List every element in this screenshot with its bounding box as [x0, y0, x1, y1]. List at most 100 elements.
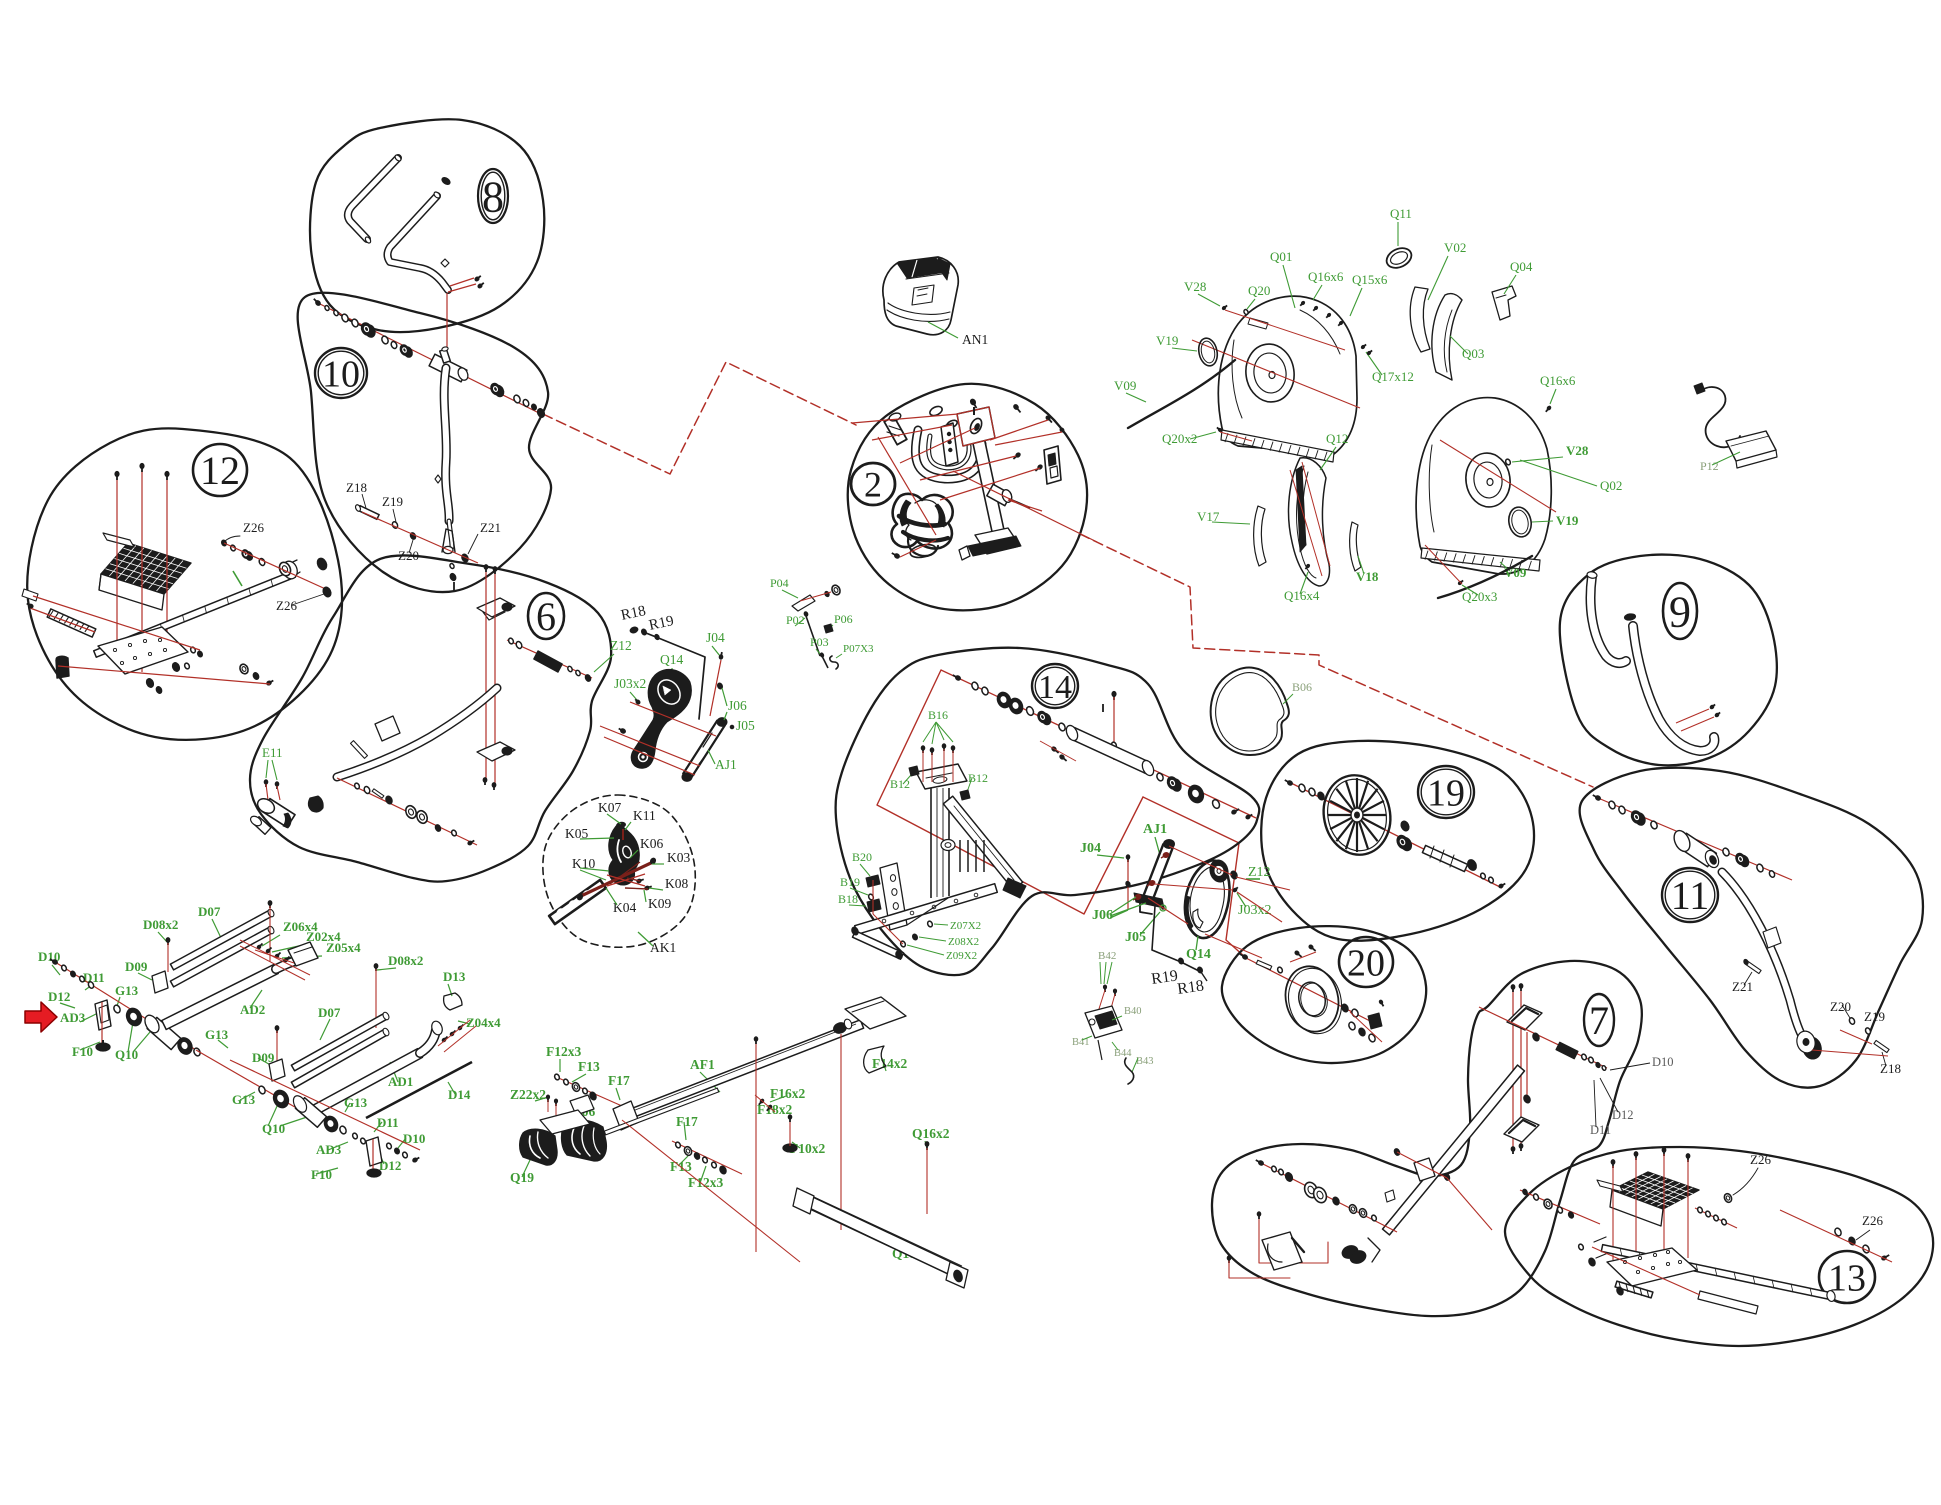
svg-text:V09: V09: [1114, 378, 1136, 393]
svg-text:K05: K05: [565, 826, 588, 841]
svg-text:11: 11: [1671, 873, 1710, 918]
svg-text:Q04: Q04: [1510, 259, 1533, 274]
svg-text:D11: D11: [83, 970, 105, 985]
svg-text:E11: E11: [262, 745, 282, 760]
svg-text:B41: B41: [1072, 1037, 1090, 1048]
svg-text:K06: K06: [640, 836, 663, 851]
svg-text:R18: R18: [1176, 977, 1205, 998]
svg-text:D11: D11: [1590, 1123, 1611, 1137]
svg-text:Q19: Q19: [510, 1170, 534, 1185]
svg-text:Q01: Q01: [1270, 249, 1292, 264]
svg-text:F10: F10: [72, 1044, 93, 1059]
svg-text:V17: V17: [1197, 509, 1220, 524]
svg-text:B43: B43: [1136, 1056, 1154, 1067]
svg-text:F12x3: F12x3: [688, 1175, 723, 1190]
svg-text:D07: D07: [318, 1005, 341, 1020]
svg-text:D12: D12: [379, 1158, 401, 1173]
svg-text:B12: B12: [890, 777, 910, 791]
svg-text:V19: V19: [1556, 513, 1579, 528]
svg-text:B06: B06: [1292, 680, 1312, 694]
svg-text:D08x2: D08x2: [143, 917, 178, 932]
svg-text:D12: D12: [48, 989, 70, 1004]
svg-text:AD1: AD1: [388, 1074, 413, 1089]
svg-text:AK1: AK1: [650, 940, 676, 955]
svg-text:12: 12: [200, 448, 240, 493]
svg-text:Z18: Z18: [1880, 1061, 1901, 1076]
svg-text:F13: F13: [578, 1059, 600, 1074]
svg-text:AJ1: AJ1: [1143, 822, 1167, 837]
svg-text:F10: F10: [311, 1167, 332, 1182]
svg-text:Z12: Z12: [1248, 865, 1271, 880]
svg-text:K08: K08: [665, 876, 688, 891]
svg-text:P12: P12: [1700, 459, 1719, 473]
svg-text:G13: G13: [344, 1095, 368, 1110]
svg-text:F16x2: F16x2: [770, 1086, 805, 1101]
svg-text:P06: P06: [834, 612, 853, 626]
svg-text:Z26: Z26: [243, 520, 264, 535]
svg-text:R19: R19: [1150, 967, 1179, 988]
svg-text:D12: D12: [1612, 1108, 1634, 1122]
svg-text:Z26: Z26: [1862, 1213, 1883, 1228]
svg-text:19: 19: [1427, 772, 1465, 814]
svg-text:Z22x2: Z22x2: [510, 1087, 546, 1102]
svg-text:V18: V18: [1356, 569, 1379, 584]
svg-text:F17: F17: [676, 1114, 698, 1129]
svg-text:9: 9: [1669, 587, 1691, 636]
svg-text:B12: B12: [968, 771, 988, 785]
svg-text:J06: J06: [1092, 908, 1113, 923]
svg-text:Q02: Q02: [1600, 478, 1622, 493]
svg-text:AF1: AF1: [690, 1057, 715, 1072]
svg-text:J05: J05: [736, 718, 755, 733]
svg-text:Q11: Q11: [1390, 206, 1412, 221]
svg-text:Z12: Z12: [610, 638, 632, 653]
svg-text:Z26: Z26: [1750, 1152, 1771, 1167]
svg-text:Z19: Z19: [1864, 1009, 1885, 1024]
svg-text:D14: D14: [448, 1087, 471, 1102]
svg-text:D08x2: D08x2: [388, 953, 423, 968]
svg-text:D10: D10: [403, 1131, 425, 1146]
svg-text:Z26: Z26: [276, 598, 297, 613]
svg-text:K11: K11: [633, 808, 656, 823]
svg-text:Z09X2: Z09X2: [946, 950, 977, 962]
svg-text:6: 6: [536, 594, 556, 639]
svg-text:Q14: Q14: [1186, 947, 1211, 962]
svg-text:K07: K07: [598, 800, 621, 815]
svg-text:F17: F17: [608, 1073, 630, 1088]
svg-text:Z02x4: Z02x4: [306, 929, 341, 944]
svg-text:K04: K04: [613, 900, 636, 915]
svg-text:Z21: Z21: [1732, 979, 1753, 994]
svg-text:P03: P03: [810, 635, 829, 649]
svg-text:F12x3: F12x3: [546, 1044, 581, 1059]
svg-text:J03x2: J03x2: [614, 676, 646, 691]
svg-text:B19: B19: [840, 875, 860, 889]
svg-text:Z21: Z21: [480, 520, 501, 535]
svg-text:Q20x3: Q20x3: [1462, 589, 1497, 604]
svg-text:Z05x4: Z05x4: [326, 940, 361, 955]
svg-text:P07X3: P07X3: [843, 643, 874, 655]
svg-text:Q10: Q10: [115, 1047, 138, 1062]
svg-text:AD2: AD2: [240, 1002, 265, 1017]
svg-text:V19: V19: [1156, 333, 1178, 348]
svg-text:20: 20: [1347, 942, 1385, 984]
svg-text:7: 7: [1589, 998, 1609, 1043]
svg-text:Q12: Q12: [1326, 431, 1348, 446]
svg-text:8: 8: [482, 172, 504, 221]
svg-text:V28: V28: [1566, 443, 1589, 458]
svg-text:2: 2: [864, 465, 882, 505]
svg-text:D11: D11: [377, 1115, 399, 1130]
svg-text:D07: D07: [198, 904, 221, 919]
svg-text:Q16x2: Q16x2: [912, 1126, 950, 1141]
svg-text:K10: K10: [572, 856, 595, 871]
svg-text:V09: V09: [1504, 565, 1527, 580]
svg-text:Z04x4: Z04x4: [466, 1015, 501, 1030]
svg-text:K09: K09: [648, 896, 671, 911]
svg-text:P04: P04: [770, 576, 789, 590]
svg-text:J06: J06: [728, 698, 747, 713]
svg-text:AJ1: AJ1: [715, 757, 737, 772]
svg-text:AD3: AD3: [60, 1010, 86, 1025]
svg-text:Q16x4: Q16x4: [1284, 588, 1320, 603]
svg-text:B40: B40: [1124, 1006, 1142, 1017]
svg-text:B42: B42: [1098, 950, 1116, 962]
svg-text:G13: G13: [115, 983, 139, 998]
svg-text:AN1: AN1: [962, 332, 988, 347]
